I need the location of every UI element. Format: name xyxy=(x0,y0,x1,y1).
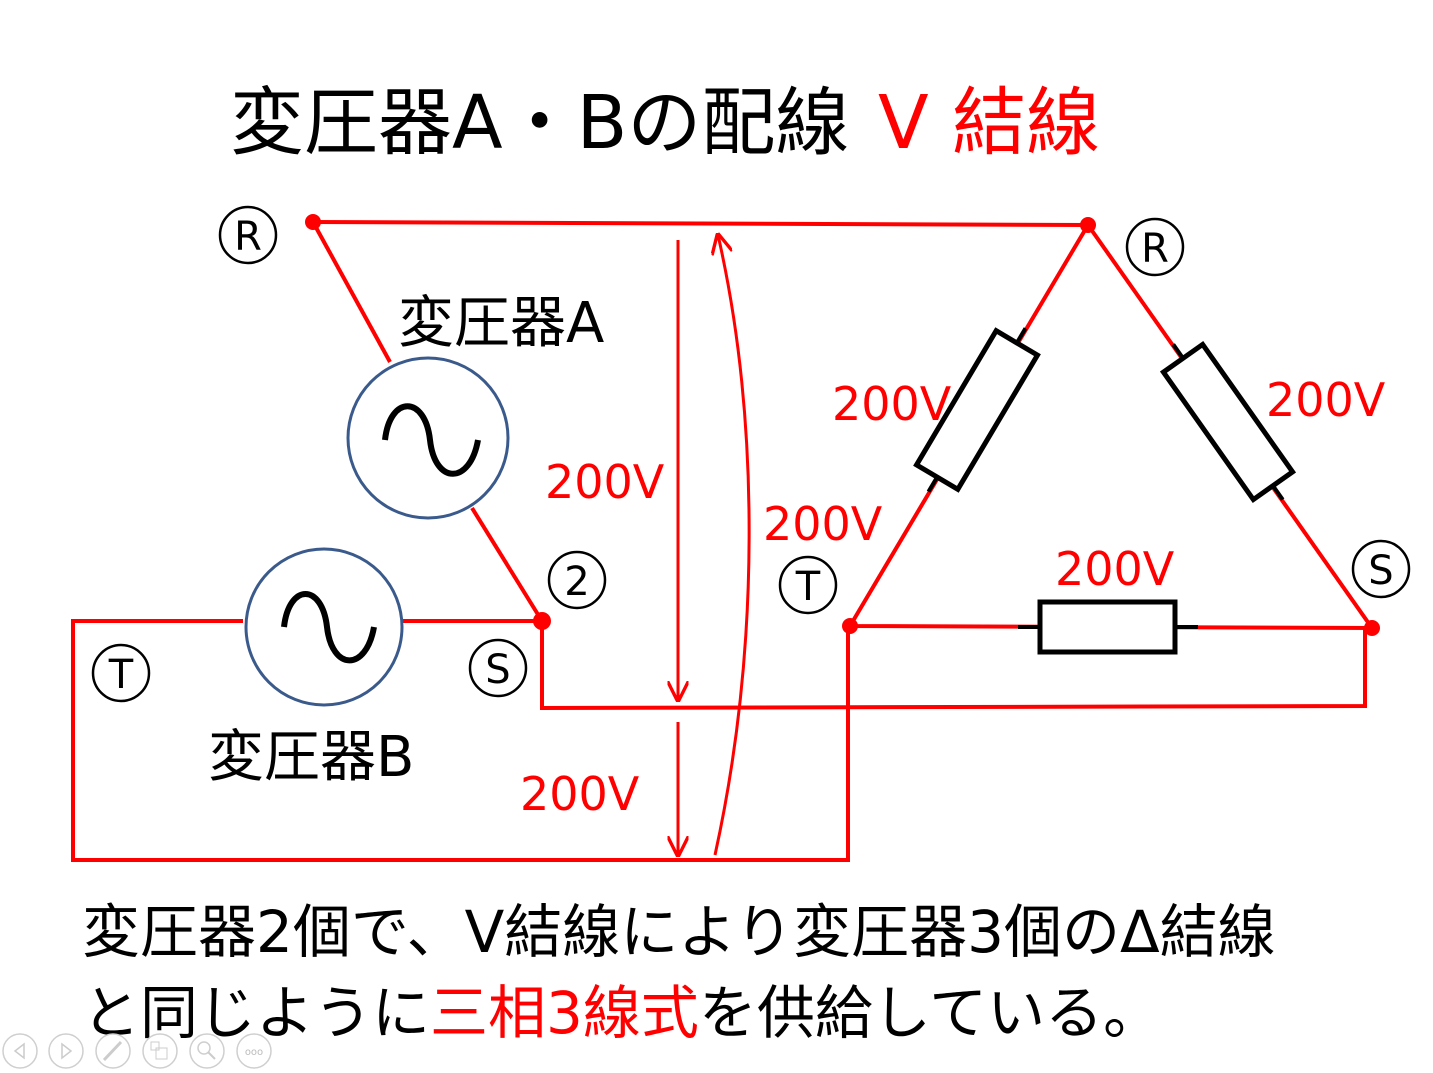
voltage-label: 200V xyxy=(832,377,952,431)
node-r-left xyxy=(305,214,321,230)
transformer-a-source xyxy=(346,356,510,520)
node-2 xyxy=(533,612,551,630)
transformer-b-source xyxy=(244,547,404,707)
node-r-right xyxy=(1080,217,1096,233)
terminal-t-left: T xyxy=(108,652,134,698)
terminal-s-left: S xyxy=(485,647,510,693)
slides-icon[interactable] xyxy=(142,1033,178,1069)
transformer-b-label: 変圧器B xyxy=(208,725,414,790)
resistor-right xyxy=(1159,340,1297,504)
sine-wave-icon xyxy=(281,591,377,664)
slideshow-controls: ooo xyxy=(2,1033,272,1069)
caption-line-2-b: を供給している。 xyxy=(699,979,1161,1047)
terminal-2: 2 xyxy=(564,559,589,605)
zoom-icon[interactable] xyxy=(189,1033,225,1069)
voltage-label: 200V xyxy=(520,767,640,821)
pen-icon[interactable] xyxy=(95,1033,131,1069)
title-red: V 結線 xyxy=(878,80,1100,166)
voltage-arrows xyxy=(678,235,751,855)
voltage-label: 200V xyxy=(1266,373,1386,427)
terminal-r-left: R xyxy=(234,214,262,260)
voltage-label: 200V xyxy=(1055,542,1175,596)
title-black: 変圧器A・Bの配線 xyxy=(230,80,849,166)
caption-line-1: 変圧器2個で、V結線により変圧器3個のΔ結線 xyxy=(82,898,1276,966)
more-icon[interactable]: ooo xyxy=(236,1033,272,1069)
node-s xyxy=(1364,620,1380,636)
voltage-label: 200V xyxy=(545,455,665,509)
previous-icon[interactable] xyxy=(2,1033,38,1069)
sine-wave-icon xyxy=(382,403,481,477)
next-icon[interactable] xyxy=(48,1033,84,1069)
terminal-labels: R R 2 T S T S xyxy=(91,205,1411,703)
caption-line-2: と同じように三相3線式を供給している。 xyxy=(82,979,1161,1047)
terminal-t-right: T xyxy=(795,564,821,610)
resistor-left xyxy=(913,327,1041,493)
resistor-bottom xyxy=(1018,599,1198,655)
terminal-r-right: R xyxy=(1141,226,1169,272)
voltage-label: 200V xyxy=(763,497,883,551)
terminal-s-right: S xyxy=(1368,548,1393,594)
caption-line-2-red: 三相3線式 xyxy=(430,979,699,1047)
node-t xyxy=(842,618,858,634)
transformer-a-label: 変圧器A xyxy=(398,291,604,356)
svg-text:ooo: ooo xyxy=(245,1047,263,1058)
